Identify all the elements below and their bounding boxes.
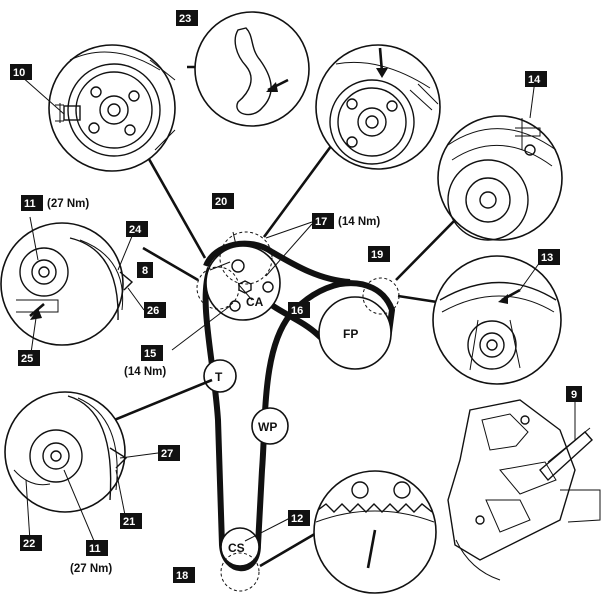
crankshaft-pulley-label: CS — [228, 541, 245, 555]
torque-15: (14 Nm) — [124, 366, 166, 378]
torque-17: (14 Nm) — [338, 216, 380, 228]
detail-ring-18 — [220, 552, 260, 592]
callout-14: 14 — [525, 71, 547, 87]
svg-text:24: 24 — [129, 224, 142, 236]
water-pump-pulley: WP — [251, 407, 289, 445]
svg-text:27: 27 — [161, 448, 173, 460]
callout-16: 16 — [288, 302, 310, 318]
svg-text:13: 13 — [541, 252, 553, 264]
callout-15: 15 (14 Nm) — [124, 345, 166, 378]
torque-11-lower: (27 Nm) — [70, 563, 112, 575]
detail-view-13 — [432, 255, 562, 385]
timing-belt-top — [203, 240, 351, 285]
detail-view-23 — [194, 11, 310, 127]
callout-13: 13 — [538, 249, 560, 265]
torque-11-upper: (27 Nm) — [47, 198, 89, 210]
callout-18: 18 — [173, 567, 195, 583]
tensioner-pulley: T — [203, 359, 237, 393]
detail-view-11-lower — [4, 391, 128, 513]
callout-23: 23 — [176, 10, 198, 26]
detail-view-camshaft-mark — [315, 44, 441, 170]
callout-22: 22 — [20, 535, 42, 551]
svg-text:17: 17 — [315, 216, 327, 228]
svg-text:15: 15 — [144, 348, 156, 360]
fuel-pump-pulley: FP — [318, 296, 392, 370]
callout-8: 8 — [137, 262, 153, 278]
callout-12: 12 — [288, 510, 310, 526]
svg-text:8: 8 — [142, 265, 148, 277]
svg-text:14: 14 — [528, 74, 541, 86]
svg-text:12: 12 — [291, 513, 303, 525]
leader-8 — [142, 246, 199, 282]
callout-24: 24 — [126, 221, 148, 237]
leader-10 — [143, 151, 207, 259]
svg-text:21: 21 — [123, 516, 135, 528]
callout-21: 21 — [120, 513, 142, 529]
callout-11-upper: 11 (27 Nm) — [21, 195, 89, 211]
callout-11-lower: 11 (27 Nm) — [70, 540, 112, 575]
crankshaft-pulley: CS — [220, 527, 260, 567]
detail-view-11-upper — [0, 222, 134, 346]
leader-13 — [397, 294, 438, 304]
svg-text:20: 20 — [215, 196, 227, 208]
fuel-pump-pulley-label: FP — [343, 327, 358, 341]
svg-text:22: 22 — [23, 538, 35, 550]
callout-9: 9 — [566, 386, 582, 402]
leader-t — [101, 378, 213, 427]
detail-view-10 — [48, 44, 176, 172]
svg-text:18: 18 — [176, 570, 188, 582]
crank-locking-tool-illustration — [447, 399, 601, 581]
svg-text:11: 11 — [89, 543, 101, 555]
leader-19 — [395, 217, 458, 281]
callout-25: 25 — [18, 350, 40, 366]
camshaft-pulley-label: CA — [246, 295, 264, 309]
svg-text:9: 9 — [571, 389, 577, 401]
callout-27: 27 — [158, 445, 180, 461]
detail-ring-20 — [219, 231, 273, 285]
svg-text:16: 16 — [291, 305, 303, 317]
svg-text:11: 11 — [24, 198, 36, 210]
detail-view-12 — [313, 470, 437, 594]
svg-text:10: 10 — [13, 67, 25, 79]
callout-19: 19 — [368, 246, 390, 262]
callout-20: 20 — [212, 193, 234, 209]
callout-17: 17 (14 Nm) — [312, 213, 380, 229]
svg-text:26: 26 — [147, 305, 159, 317]
svg-text:25: 25 — [21, 353, 33, 365]
detail-ring-8 — [196, 266, 240, 310]
leader-20 — [262, 137, 339, 238]
callout-10: 10 — [10, 64, 32, 80]
callout-26: 26 — [144, 302, 166, 318]
detail-view-14 — [437, 115, 563, 241]
water-pump-pulley-label: WP — [258, 420, 277, 434]
tensioner-pulley-label: T — [215, 370, 223, 384]
svg-text:19: 19 — [371, 249, 383, 261]
svg-text:23: 23 — [179, 13, 191, 25]
